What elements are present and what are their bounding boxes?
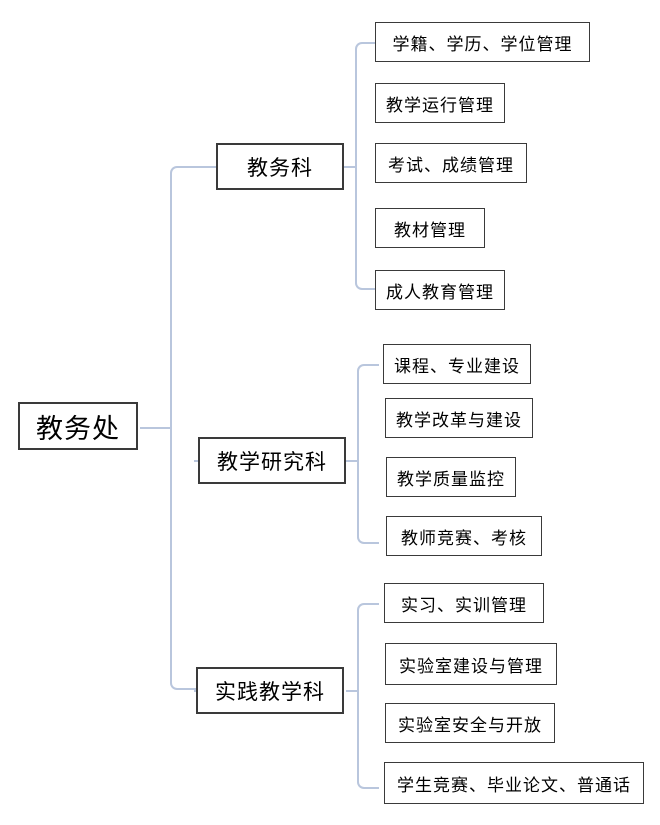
connector-stub-branch-1-parent [344, 166, 357, 168]
node-root-academic-affairs-office[interactable]: 教务处 [18, 402, 138, 450]
connector-branch-3-to-children [357, 603, 379, 789]
node-leaf-label: 实习、实训管理 [401, 595, 527, 615]
node-leaf-label: 实验室建设与管理 [399, 656, 543, 676]
node-branch-label: 教务科 [247, 155, 313, 180]
node-leaf-teaching-quality-monitoring[interactable]: 教学质量监控 [386, 457, 516, 497]
node-leaf-label: 教材管理 [394, 220, 466, 240]
node-leaf-student-status-degree-management[interactable]: 学籍、学历、学位管理 [375, 22, 590, 62]
connector-stub-branch-2-parent [346, 460, 359, 462]
node-branch-label: 实践教学科 [215, 679, 325, 704]
node-leaf-adult-education-management[interactable]: 成人教育管理 [375, 270, 505, 310]
node-leaf-exam-grade-management[interactable]: 考试、成绩管理 [375, 143, 527, 183]
node-leaf-teacher-competition-assessment[interactable]: 教师竞赛、考核 [386, 516, 542, 556]
node-branch-academic-affairs-section[interactable]: 教务科 [216, 143, 344, 190]
node-leaf-label: 教学运行管理 [386, 95, 494, 115]
node-leaf-course-major-construction[interactable]: 课程、专业建设 [383, 344, 531, 384]
node-branch-teaching-research-section[interactable]: 教学研究科 [198, 437, 346, 484]
node-leaf-label: 学生竞赛、毕业论文、普通话 [397, 775, 631, 795]
node-leaf-label: 教学质量监控 [397, 469, 505, 489]
node-leaf-student-competition-thesis-mandarin[interactable]: 学生竞赛、毕业论文、普通话 [384, 762, 644, 804]
connector-stub-branch-3-parent [346, 690, 359, 692]
node-leaf-label: 教师竞赛、考核 [401, 528, 527, 548]
connector-branch-2-to-children [357, 364, 379, 544]
connector-stub-branch-1 [194, 166, 216, 168]
node-leaf-label: 实验室安全与开放 [398, 715, 542, 735]
node-root-label: 教务处 [36, 413, 120, 444]
node-leaf-textbook-management[interactable]: 教材管理 [375, 208, 485, 248]
connector-branch-1-to-children [355, 42, 377, 290]
node-leaf-label: 考试、成绩管理 [388, 155, 514, 175]
node-branch-label: 教学研究科 [217, 449, 327, 474]
node-leaf-label: 成人教育管理 [386, 282, 494, 302]
node-leaf-label: 课程、专业建设 [394, 356, 520, 376]
node-leaf-laboratory-construction-management[interactable]: 实验室建设与管理 [385, 643, 557, 685]
node-leaf-laboratory-safety-openness[interactable]: 实验室安全与开放 [385, 703, 555, 743]
node-leaf-label: 学籍、学历、学位管理 [392, 34, 573, 54]
node-leaf-internship-training-management[interactable]: 实习、实训管理 [384, 583, 544, 623]
node-branch-practical-teaching-section[interactable]: 实践教学科 [196, 667, 344, 714]
node-leaf-label: 教学改革与建设 [396, 410, 522, 430]
node-leaf-teaching-reform-construction[interactable]: 教学改革与建设 [385, 398, 533, 438]
connector-stub-root [140, 427, 171, 429]
connector-root-to-branches [170, 166, 196, 690]
node-leaf-teaching-operation-management[interactable]: 教学运行管理 [375, 83, 505, 123]
